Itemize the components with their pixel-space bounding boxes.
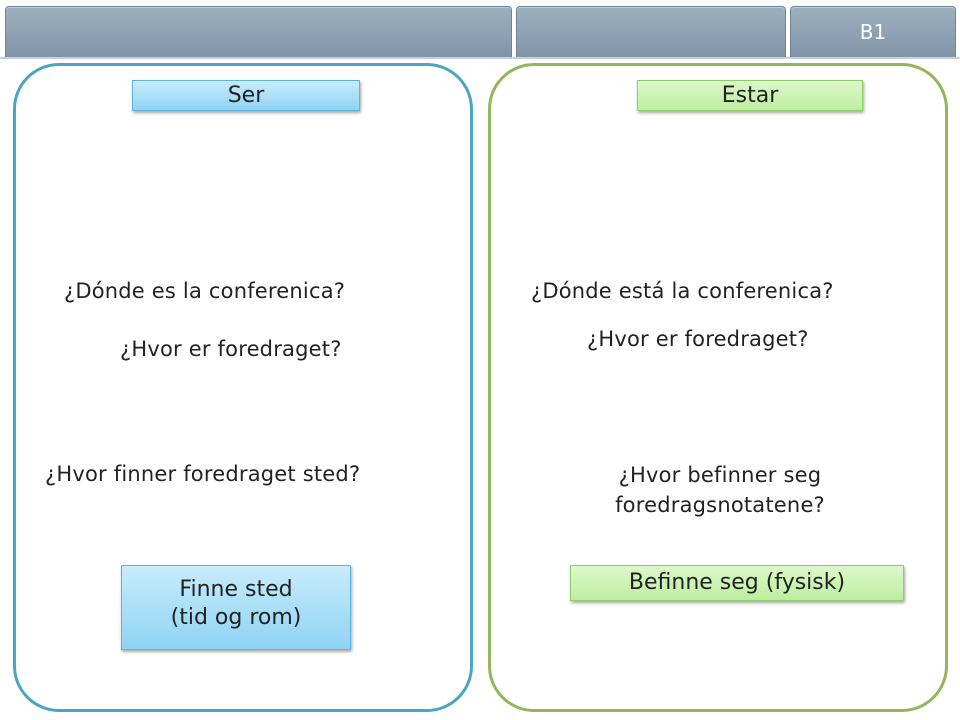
ser-footer-box: Finne sted (tid og rom) — [121, 565, 351, 650]
estar-panel — [488, 63, 948, 712]
tab-b1-label: B1 — [859, 20, 887, 44]
estar-question-place-line1: ¿Hvor befinner seg — [618, 463, 822, 487]
estar-question-place: ¿Hvor befinner seg foredragsnotatene? — [560, 460, 880, 520]
ser-question-place: ¿Hvor finner foredraget sted? — [45, 462, 361, 486]
tab-2[interactable] — [516, 6, 786, 58]
tab-b1[interactable]: B1 — [790, 6, 956, 58]
estar-header: Estar — [637, 80, 863, 111]
tab-bar-divider — [0, 57, 960, 59]
estar-question-place-line2: foredragsnotatene? — [615, 493, 825, 517]
estar-question-es: ¿Dónde está la conferenica? — [531, 279, 834, 303]
estar-question-no: ¿Hvor er foredraget? — [587, 327, 809, 351]
ser-header: Ser — [132, 80, 360, 111]
ser-footer-line1: Finne sted — [179, 577, 293, 602]
tab-1[interactable] — [5, 6, 512, 58]
estar-footer-label: Befinne seg (fysisk) — [628, 570, 846, 595]
ser-question-es: ¿Dónde es la conferenica? — [64, 279, 346, 303]
ser-question-no: ¿Hvor er foredraget? — [120, 337, 342, 361]
ser-header-label: Ser — [227, 83, 265, 108]
estar-footer-box: Befinne seg (fysisk) — [570, 565, 904, 601]
estar-header-label: Estar — [721, 83, 779, 108]
ser-footer-line2: (tid og rom) — [170, 605, 302, 630]
